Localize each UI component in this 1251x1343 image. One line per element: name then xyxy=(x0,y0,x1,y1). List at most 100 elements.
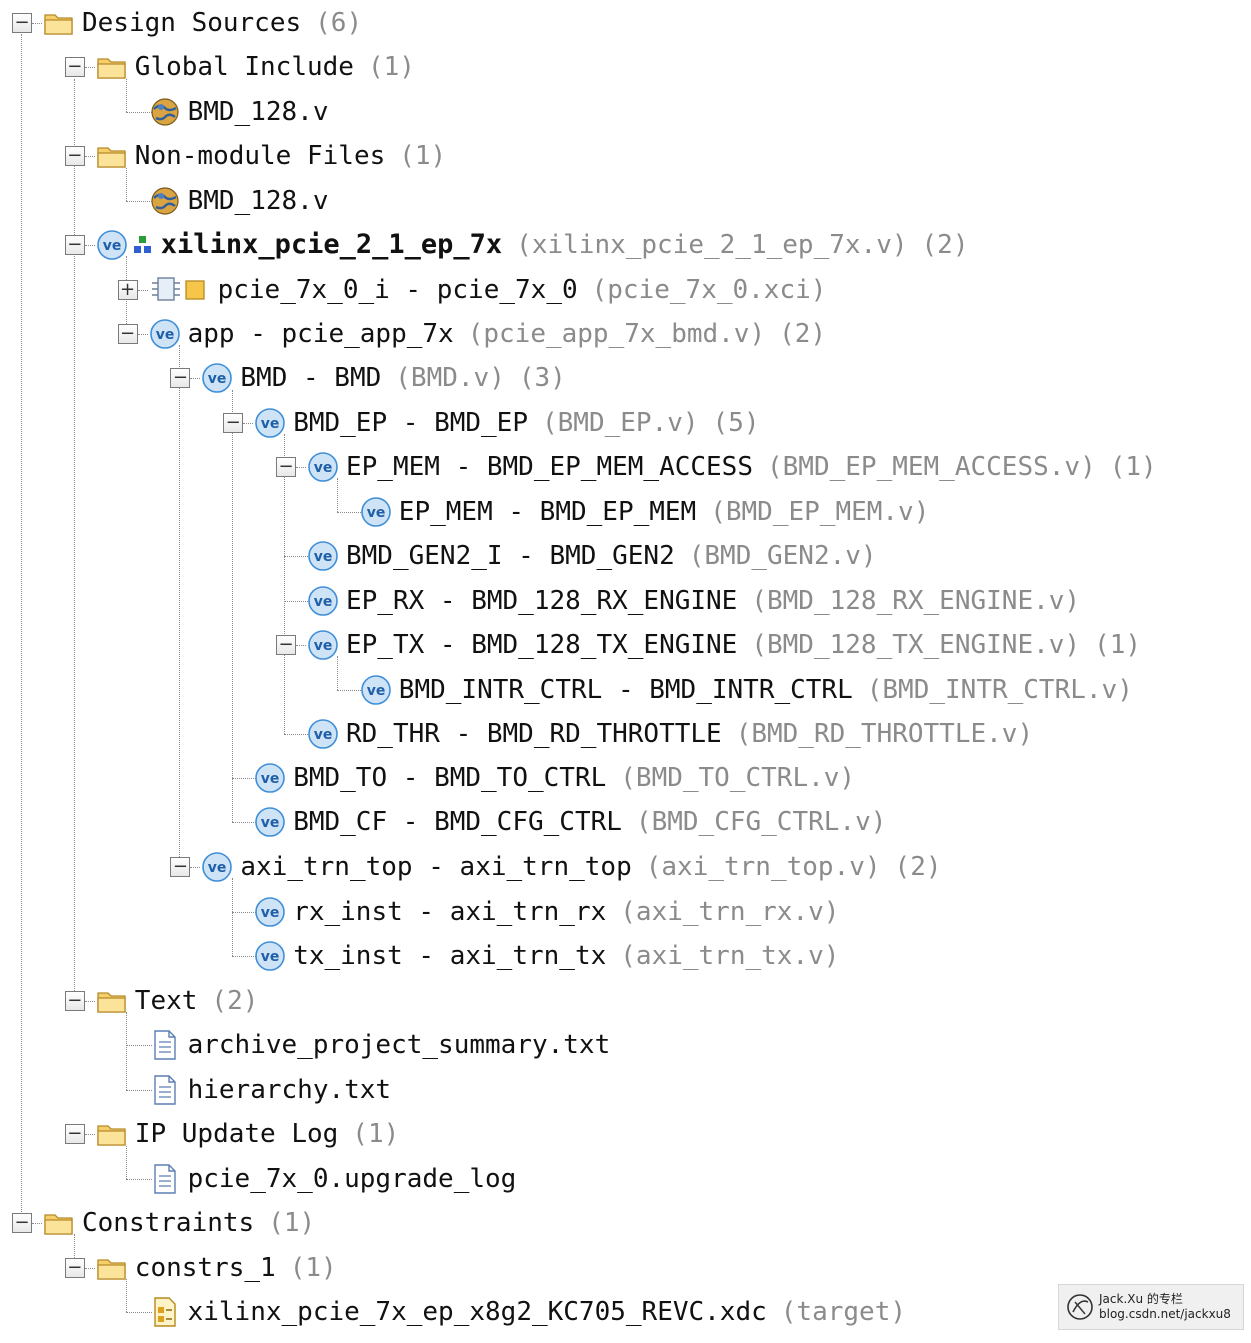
node-child-count: (5) xyxy=(712,408,760,438)
tree-connector xyxy=(84,1268,95,1269)
tree-guide xyxy=(179,345,180,867)
collapse-toggle[interactable]: − xyxy=(223,413,244,433)
node-label: hierarchy.txt xyxy=(187,1075,392,1105)
tree-node[interactable]: Design Sources(6) xyxy=(42,1,362,45)
svg-text:ve: ve xyxy=(261,815,280,831)
tree-node[interactable]: ve EP_MEM - BMD_EP_MEM (BMD_EP_MEM.v) xyxy=(359,490,930,534)
node-source-file: (BMD_TO_CTRL.v) xyxy=(620,763,856,793)
verilog-icon: ve xyxy=(253,939,287,973)
tree-node[interactable]: Global Include(1) xyxy=(95,45,415,89)
node-source-file: (BMD_CFG_CTRL.v) xyxy=(635,807,887,837)
tree-node[interactable]: ve BMD_CF - BMD_CFG_CTRL (BMD_CFG_CTRL.v) xyxy=(253,800,886,844)
tree-connector xyxy=(126,112,152,113)
collapse-toggle[interactable]: − xyxy=(276,457,296,477)
tree-node[interactable]: Constraints(1) xyxy=(42,1201,315,1245)
tree-node[interactable]: Text(2) xyxy=(95,979,258,1023)
tree-node[interactable]: xilinx_pcie_7x_ep_x8g2_KC705_REVC.xdc(ta… xyxy=(148,1290,906,1334)
collapse-toggle[interactable]: − xyxy=(64,991,85,1011)
tree-connector xyxy=(337,690,363,691)
svg-text:ve: ve xyxy=(261,416,280,432)
folder-icon xyxy=(95,984,129,1018)
verilog-icon: ve xyxy=(253,761,287,795)
tree-guide xyxy=(74,79,75,1001)
tree-connector xyxy=(284,734,310,735)
tree-connector xyxy=(32,23,42,24)
globe-file-icon xyxy=(148,95,182,129)
collapse-toggle[interactable]: − xyxy=(64,1124,85,1144)
svg-text:ve: ve xyxy=(261,771,280,787)
tree-node[interactable]: pcie_7x_0_i - pcie_7x_0(pcie_7x_0.xci) xyxy=(148,268,826,312)
tree-node[interactable]: BMD_128.v xyxy=(148,179,328,223)
verilog-icon: ve xyxy=(148,317,182,351)
tree-connector xyxy=(84,1001,95,1002)
verilog-top-icon: ve xyxy=(95,228,155,262)
svg-text:ve: ve xyxy=(366,505,385,521)
collapse-toggle[interactable]: − xyxy=(170,857,191,877)
tree-connector xyxy=(243,423,254,424)
tree-connector xyxy=(284,601,310,602)
folder-icon xyxy=(95,139,129,173)
collapse-toggle[interactable]: − xyxy=(12,1213,32,1233)
collapse-toggle[interactable]: − xyxy=(64,235,85,255)
collapse-toggle[interactable]: − xyxy=(276,635,296,655)
tree-connector xyxy=(232,822,258,823)
tree-connector xyxy=(126,1179,152,1180)
tree-connector xyxy=(190,867,201,868)
tree-node[interactable]: pcie_7x_0.upgrade_log xyxy=(148,1157,516,1201)
collapse-toggle[interactable]: − xyxy=(64,57,85,77)
node-source-file: (axi_trn_top.v) xyxy=(645,852,881,882)
tree-node[interactable]: hierarchy.txt xyxy=(148,1068,392,1112)
collapse-toggle[interactable]: − xyxy=(170,368,191,388)
verilog-icon: ve xyxy=(200,361,234,395)
node-source-file: (axi_trn_tx.v) xyxy=(620,941,840,971)
tree-node[interactable]: Non-module Files(1) xyxy=(95,134,446,178)
collapse-toggle[interactable]: − xyxy=(64,1258,85,1278)
text-file-icon xyxy=(148,1073,182,1107)
node-label: BMD - BMD xyxy=(240,363,382,393)
watermark-line1: Jack.Xu 的专栏 xyxy=(1099,1292,1183,1306)
tree-guide xyxy=(74,1234,75,1268)
node-child-count: (1) xyxy=(1094,630,1142,660)
collapse-toggle[interactable]: − xyxy=(12,13,32,33)
node-label: EP_MEM - BMD_EP_MEM xyxy=(398,497,697,527)
tree-guide xyxy=(126,79,127,112)
node-source-file: (BMD_EP_MEM_ACCESS.v) xyxy=(767,452,1096,482)
tree-connector xyxy=(190,378,201,379)
tree-node[interactable]: BMD_128.v xyxy=(148,90,328,134)
verilog-icon: ve xyxy=(306,717,340,751)
collapse-toggle[interactable]: − xyxy=(117,324,138,344)
node-label: Non-module Files xyxy=(134,141,386,171)
expand-toggle[interactable]: + xyxy=(117,280,138,300)
tree-connector xyxy=(284,556,310,557)
node-source-file: (BMD_EP_MEM.v) xyxy=(710,497,930,527)
tree-node[interactable]: IP Update Log(1) xyxy=(95,1112,399,1156)
verilog-icon: ve xyxy=(253,406,287,440)
collapse-toggle[interactable]: − xyxy=(64,146,85,166)
tree-guide xyxy=(21,34,22,1222)
node-label: axi_trn_top - axi_trn_top xyxy=(240,852,632,882)
node-child-count: (1) xyxy=(1109,452,1157,482)
verilog-icon: ve xyxy=(253,895,287,929)
svg-text:ve: ve xyxy=(314,549,333,565)
node-label: app - pcie_app_7x xyxy=(187,319,454,349)
tree-guide xyxy=(126,1279,127,1312)
tree-node[interactable]: archive_project_summary.txt xyxy=(148,1023,610,1067)
node-child-count: (2) xyxy=(921,230,969,260)
tree-node[interactable]: constrs_1(1) xyxy=(95,1246,337,1290)
node-label: BMD_CF - BMD_CFG_CTRL xyxy=(293,807,622,837)
